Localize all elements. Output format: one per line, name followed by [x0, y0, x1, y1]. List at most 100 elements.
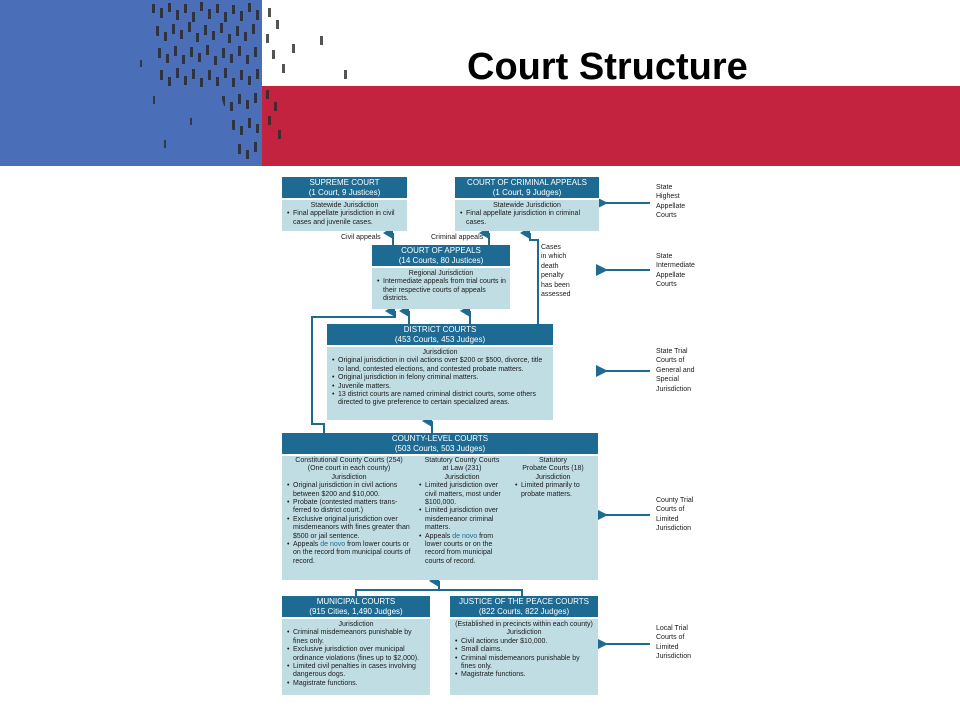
- district-courts-jurisdiction: Jurisdiction: [422, 349, 458, 356]
- death-penalty-label: Cases in which death penalty has been as…: [541, 243, 571, 299]
- constitutional-county-title: Constitutional County Courts (254): [295, 457, 403, 464]
- side-label-line: Courts of: [656, 506, 685, 514]
- supreme-court-subtitle: (1 Court, 9 Justices): [308, 187, 381, 197]
- statutory-probate-column: Statutory Probate Courts (18) Jurisdicti…: [514, 457, 592, 499]
- court-of-appeals-title: COURT OF APPEALS: [401, 246, 481, 255]
- justice-courts-item: Civil actions under $10,000.: [454, 638, 594, 646]
- item-text: from lower courts or on the record from …: [425, 532, 494, 565]
- item-text: Appeals: [425, 532, 453, 540]
- death-penalty-line: penalty: [541, 272, 564, 280]
- side-label-line: Jurisdiction: [656, 525, 692, 533]
- side-label-line: Local Trial: [656, 625, 688, 632]
- criminal-appeals-item: Final appellate jurisdiction in criminal…: [459, 210, 595, 227]
- side-label-line: Appellate: [656, 271, 686, 279]
- justice-courts-subtitle: (822 Courts, 822 Judges): [478, 606, 570, 616]
- statutory-law-item: Limited jurisdiction over misdemeanor cr…: [418, 507, 506, 532]
- side-label-line: Courts of: [656, 634, 685, 642]
- justice-courts-title: JUSTICE OF THE PEACE COURTS: [459, 597, 589, 606]
- municipal-courts-header: MUNICIPAL COURTS (915 Cities, 1,490 Judg…: [282, 596, 430, 619]
- statutory-law-item: Appeals de novo from lower courts or on …: [418, 533, 506, 567]
- constitutional-county-item: Probate (contested matters trans-ferred …: [286, 499, 412, 516]
- justice-courts-item: Criminal misdemeanors punishable by fine…: [454, 655, 594, 672]
- constitutional-county-jurisdiction: Jurisdiction: [331, 473, 367, 481]
- death-penalty-line: Cases: [541, 244, 561, 251]
- justice-courts-jurisdiction: Jurisdiction: [506, 629, 542, 637]
- district-courts-item: Juvenile matters.: [331, 383, 549, 391]
- death-penalty-line: death: [541, 262, 559, 270]
- criminal-appeals-body: Statewide Jurisdiction Final appellate j…: [455, 200, 599, 229]
- supreme-court-title: SUPREME COURT: [309, 178, 380, 187]
- district-courts-item: Original jurisdiction in felony criminal…: [331, 374, 549, 382]
- statutory-law-item: Limited jurisdiction over civil matters,…: [418, 482, 506, 507]
- constitutional-county-item: Appeals de novo from lower courts or on …: [286, 541, 412, 566]
- constitutional-county-sub: (One court in each county): [307, 465, 391, 473]
- county-courts-header: COUNTY-LEVEL COURTS (503 Courts, 503 Jud…: [282, 433, 598, 456]
- statutory-law-title: Statutory County Courts: [424, 457, 500, 464]
- court-of-appeals-item: Intermediate appeals from trial courts i…: [376, 278, 506, 303]
- municipal-courts-item: Exclusive jurisdiction over municipal or…: [286, 646, 426, 663]
- side-label-line: State Trial: [656, 348, 688, 355]
- criminal-appeals-box: COURT OF CRIMINAL APPEALS (1 Court, 9 Ju…: [455, 177, 599, 231]
- side-label-line: Limited: [656, 643, 679, 651]
- constitutional-county-column: Constitutional County Courts (254) (One …: [286, 457, 412, 566]
- municipal-courts-title: MUNICIPAL COURTS: [316, 597, 396, 606]
- supreme-court-box: SUPREME COURT (1 Court, 9 Justices) Stat…: [282, 177, 407, 231]
- justice-courts-box: JUSTICE OF THE PEACE COURTS (822 Courts,…: [450, 596, 598, 695]
- side-label-line: County Trial: [656, 497, 694, 504]
- side-label-line: Intermediate: [656, 262, 695, 270]
- court-of-appeals-subtitle: (14 Courts, 80 Justices): [398, 255, 484, 265]
- supreme-court-header: SUPREME COURT (1 Court, 9 Justices): [282, 177, 407, 200]
- municipal-courts-body: Jurisdiction Criminal misdemeanors punis…: [282, 619, 430, 690]
- crowd-figures-graphic-lower: [266, 90, 281, 139]
- side-label-line: Jurisdiction: [656, 385, 692, 393]
- criminal-appeals-jurisdiction: Statewide Jurisdiction: [493, 202, 561, 209]
- supreme-court-jurisdiction: Statewide Jurisdiction: [310, 202, 379, 209]
- death-penalty-arrow: [520, 227, 539, 324]
- item-text: from lower courts or on the record from …: [293, 541, 411, 565]
- side-label-local: Local Trial Courts of Limited Jurisdicti…: [656, 624, 691, 662]
- municipal-courts-item: Limited civil penalties in cases involvi…: [286, 663, 426, 680]
- side-label-intermediate: State Intermediate Appellate Courts: [656, 252, 695, 290]
- district-courts-title: DISTRICT COURTS: [403, 325, 477, 334]
- side-label-line: State: [656, 253, 673, 260]
- district-courts-box: DISTRICT COURTS (453 Courts, 453 Judges)…: [327, 324, 553, 420]
- side-label-line: Appellate: [656, 202, 686, 210]
- county-courts-title: COUNTY-LEVEL COURTS: [391, 434, 489, 443]
- supreme-court-item: Final appellate jurisdiction in civil ca…: [286, 210, 403, 227]
- side-label-line: General and: [656, 366, 695, 374]
- side-label-line: State: [656, 184, 673, 191]
- county-courts-subtitle: (503 Courts, 503 Judges): [394, 443, 486, 453]
- constitutional-county-item: Original jurisdiction in civil actions b…: [286, 482, 412, 499]
- district-courts-header: DISTRICT COURTS (453 Courts, 453 Judges): [327, 324, 553, 347]
- supreme-court-body: Statewide Jurisdiction Final appellate j…: [282, 200, 407, 229]
- death-penalty-line: has been: [541, 281, 570, 289]
- item-emphasis: de novo: [320, 541, 346, 549]
- side-label-line: Courts: [656, 281, 677, 289]
- county-courts-box: COUNTY-LEVEL COURTS (503 Courts, 503 Jud…: [282, 433, 598, 580]
- lower-to-county-arrow: [355, 581, 523, 596]
- constitutional-county-item: Exclusive original jurisdiction over mis…: [286, 516, 412, 541]
- side-label-line: Special: [656, 376, 679, 384]
- crowd-figures-graphic: [266, 8, 347, 79]
- item-emphasis: de novo: [452, 532, 478, 540]
- justice-courts-header: JUSTICE OF THE PEACE COURTS (822 Courts,…: [450, 596, 598, 619]
- statutory-probate-title: Statutory: [538, 457, 567, 464]
- statutory-probate-jurisdiction: Jurisdiction: [535, 473, 571, 481]
- statutory-law-title: at Law (231): [442, 465, 482, 473]
- crowd-map-graphic: [140, 2, 259, 159]
- side-label-trial-general: State Trial Courts of General and Specia…: [656, 347, 695, 394]
- statutory-probate-title: Probate Courts (18): [522, 465, 584, 473]
- court-of-appeals-jurisdiction: Regional Jurisdiction: [408, 270, 474, 277]
- municipal-courts-item: Magistrate functions.: [286, 680, 426, 688]
- side-label-line: Limited: [656, 515, 679, 523]
- court-of-appeals-body: Regional Jurisdiction Intermediate appea…: [372, 268, 510, 306]
- side-label-line: Jurisdiction: [656, 653, 692, 661]
- side-label-line: Courts: [656, 212, 677, 220]
- municipal-courts-jurisdiction: Jurisdiction: [338, 621, 374, 628]
- statutory-law-column: Statutory County Courts at Law (231) Jur…: [418, 457, 506, 566]
- death-penalty-line: assessed: [541, 291, 571, 299]
- side-label-line: Highest: [656, 193, 680, 201]
- court-of-appeals-header: COURT OF APPEALS (14 Courts, 80 Justices…: [372, 245, 510, 268]
- death-penalty-line: in which: [541, 253, 567, 261]
- banner-red-panel: [262, 86, 960, 166]
